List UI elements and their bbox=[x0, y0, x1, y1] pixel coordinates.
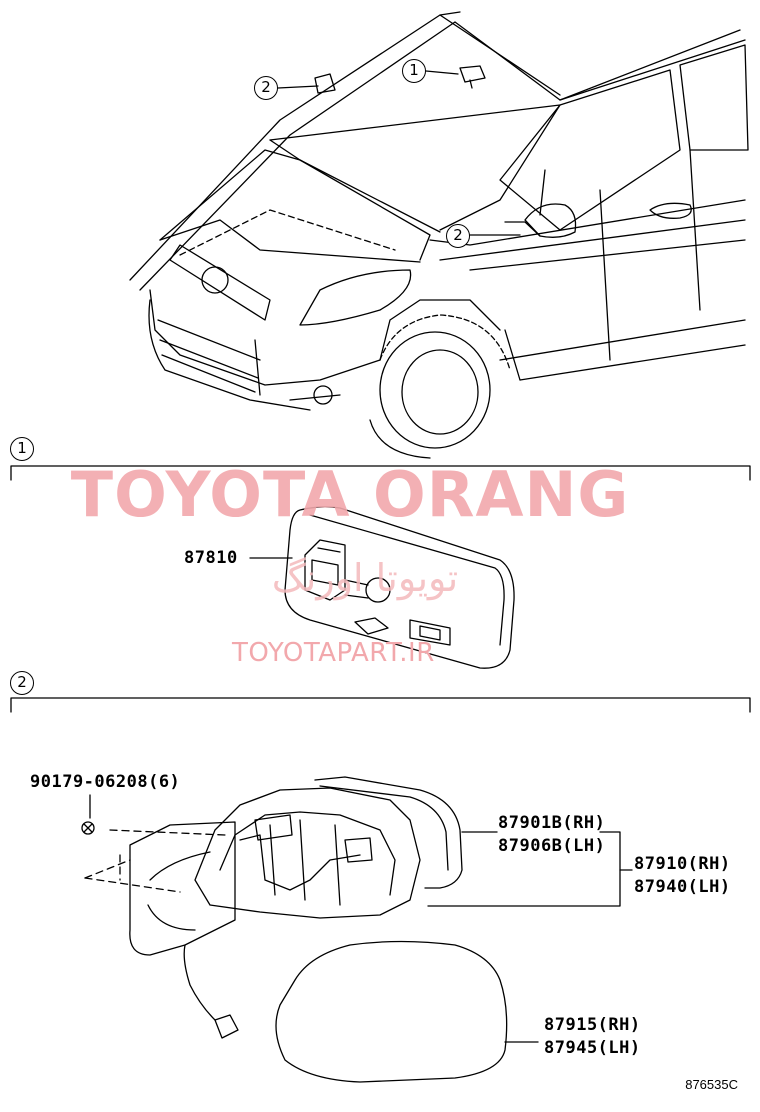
watermark-persian: تویوتا اورنگ bbox=[271, 556, 459, 600]
section-2-divider bbox=[10, 697, 751, 713]
inner-mirror-drawing bbox=[249, 506, 515, 669]
watermark-site: TOYOTAPART.IR bbox=[232, 638, 435, 668]
part-label-inner-mirror[interactable]: 87810 bbox=[184, 548, 238, 568]
callout-1-car[interactable]: 1 bbox=[402, 59, 426, 83]
part-label-assy-rh[interactable]: 87910(RH) bbox=[634, 854, 731, 874]
watermark-brand: TOYOTA ORANG bbox=[70, 458, 630, 531]
car-illustration bbox=[129, 11, 749, 459]
section-1-divider bbox=[10, 465, 751, 481]
section-1-marker: 1 bbox=[10, 437, 34, 461]
outer-mirror-drawing bbox=[81, 776, 633, 1083]
callout-2-car-top[interactable]: 2 bbox=[254, 76, 278, 100]
part-label-assy-lh[interactable]: 87940(LH) bbox=[634, 877, 731, 897]
callout-2-car-side[interactable]: 2 bbox=[446, 224, 470, 248]
part-label-screw[interactable]: 90179-06208(6) bbox=[30, 772, 181, 792]
section-2-marker: 2 bbox=[10, 671, 34, 695]
part-label-glass-lh[interactable]: 87945(LH) bbox=[544, 1038, 641, 1058]
part-label-cover-rh[interactable]: 87901B(RH) bbox=[498, 813, 606, 833]
diagram-reference: 876535C bbox=[685, 1077, 738, 1092]
part-label-glass-rh[interactable]: 87915(RH) bbox=[544, 1015, 641, 1035]
part-label-cover-lh[interactable]: 87906B(LH) bbox=[498, 836, 606, 856]
